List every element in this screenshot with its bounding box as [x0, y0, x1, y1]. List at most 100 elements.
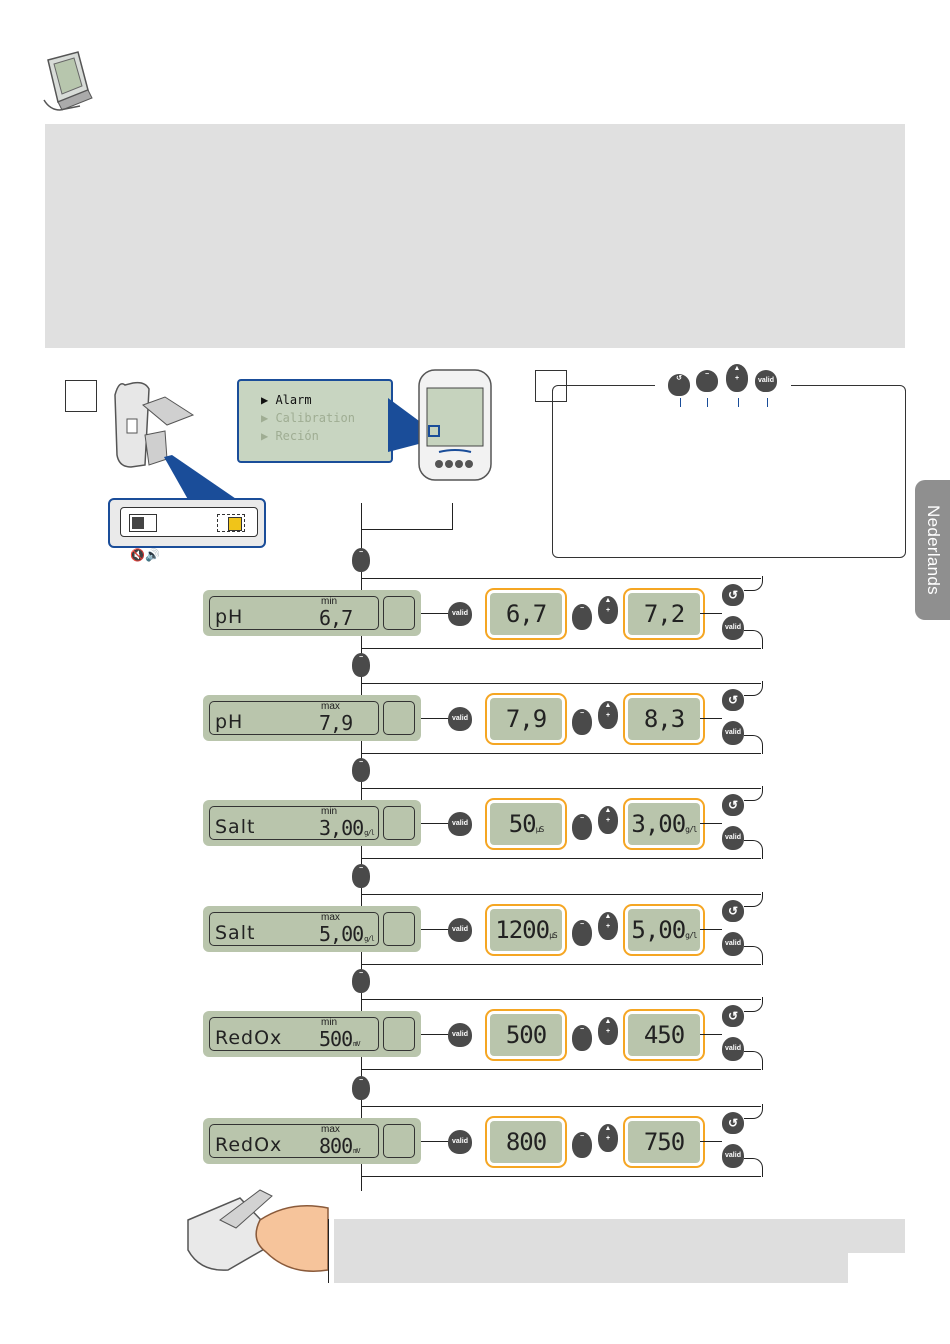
language-tab[interactable]: Nederlands: [915, 480, 950, 620]
limit-value: 6,7: [319, 606, 353, 630]
flow-connector: [361, 529, 453, 530]
limit-value: 500mV: [319, 1027, 361, 1051]
menu-item-alarm: ▶ Alarm: [261, 393, 312, 407]
back-icon[interactable]: ↺: [722, 584, 744, 606]
flow-connector: [421, 613, 461, 614]
limit-label: max: [321, 1124, 340, 1135]
hand-pressing-reset-illustration: [187, 1189, 329, 1272]
back-icon[interactable]: ↺: [722, 689, 744, 711]
back-icon[interactable]: ↺: [722, 1112, 744, 1134]
parameter-label: RedOx: [215, 1027, 283, 1049]
back-icon[interactable]: ↺: [722, 900, 744, 922]
return-line: [361, 788, 761, 789]
plus-button[interactable]: ▲+: [598, 701, 618, 729]
legend-tick: [738, 398, 739, 407]
back-icon[interactable]: ↺: [668, 374, 690, 396]
valid-button[interactable]: valid: [448, 812, 472, 836]
parameter-label: pH: [215, 711, 244, 733]
plus-button[interactable]: ▲+: [598, 806, 618, 834]
flow-connector: [700, 823, 722, 824]
minus-button[interactable]: −: [572, 604, 592, 630]
option-b-display: 450: [628, 1014, 700, 1056]
return-line: [361, 964, 761, 965]
option-a-display: 6,7: [490, 593, 562, 635]
return-line: [361, 578, 761, 579]
valid-button[interactable]: valid: [448, 707, 472, 731]
flow-backbone: [361, 503, 362, 1191]
switch-callout: [108, 498, 266, 548]
option-b-display: 750: [628, 1121, 700, 1163]
loop-curve: [744, 840, 763, 859]
back-icon[interactable]: ↺: [722, 1005, 744, 1027]
step-box-1: [65, 380, 97, 412]
valid-button[interactable]: valid: [722, 1144, 744, 1168]
menu-screen-callout: ▶ Alarm ▶ Calibration ▶ Reción: [237, 379, 393, 463]
loop-curve: [744, 1158, 763, 1177]
limit-label: min: [321, 1017, 338, 1028]
minus-button[interactable]: −: [572, 1132, 592, 1158]
loop-curve: [744, 946, 763, 965]
flow-connector: [700, 613, 722, 614]
minus-nav-button[interactable]: −: [352, 548, 370, 572]
parameter-label: pH: [215, 606, 244, 628]
flow-connector: [700, 718, 722, 719]
valid-button[interactable]: valid: [448, 602, 472, 626]
option-a-display: 1200µS: [490, 909, 562, 951]
callout-wedge: [164, 455, 242, 503]
back-icon[interactable]: ↺: [722, 794, 744, 816]
limit-value: 800mV: [319, 1134, 361, 1158]
minus-button[interactable]: −: [572, 1025, 592, 1051]
legend-tick: [707, 398, 708, 407]
minus-button[interactable]: −: [696, 370, 718, 392]
loop-curve: [744, 735, 763, 754]
limit-value: 3,00g/l: [319, 816, 375, 840]
return-line: [361, 1069, 761, 1070]
flow-connector: [700, 929, 722, 930]
plus-button[interactable]: ▲+: [726, 364, 748, 392]
limit-label: min: [321, 806, 338, 817]
minus-button[interactable]: −: [572, 709, 592, 735]
valid-button[interactable]: valid: [722, 616, 744, 640]
plus-button[interactable]: ▲+: [598, 1124, 618, 1152]
minus-button[interactable]: −: [572, 814, 592, 840]
option-a-display: 500: [490, 1014, 562, 1056]
option-b-display: 7,2: [628, 593, 700, 635]
valid-button[interactable]: valid: [722, 721, 744, 745]
minus-nav-button[interactable]: −: [352, 969, 370, 993]
loop-curve: [744, 576, 763, 591]
plus-button[interactable]: ▲+: [598, 1017, 618, 1045]
device-tilt-icon: [43, 51, 93, 111]
button-legend-box: [552, 385, 906, 558]
minus-nav-button[interactable]: −: [352, 653, 370, 677]
limit-label: min: [321, 596, 338, 607]
loop-curve: [744, 1104, 763, 1119]
return-line: [361, 1176, 761, 1177]
valid-button[interactable]: valid: [722, 932, 744, 956]
minus-nav-button[interactable]: −: [352, 864, 370, 888]
return-line: [361, 683, 761, 684]
valid-button[interactable]: valid: [722, 826, 744, 850]
valid-button[interactable]: valid: [448, 1023, 472, 1047]
plus-button[interactable]: ▲+: [598, 596, 618, 624]
parameter-label: Salt: [215, 922, 256, 944]
limit-value: 7,9: [319, 711, 353, 735]
loop-curve: [744, 681, 763, 696]
flow-connector: [421, 1141, 461, 1142]
plus-button[interactable]: ▲+: [598, 912, 618, 940]
loop-curve: [744, 997, 763, 1012]
valid-button[interactable]: valid: [755, 370, 777, 392]
loop-curve: [744, 1051, 763, 1070]
limit-value: 5,00g/l: [319, 922, 375, 946]
valid-button[interactable]: valid: [448, 918, 472, 942]
minus-nav-button[interactable]: −: [352, 1076, 370, 1100]
parameter-label: RedOx: [215, 1134, 283, 1156]
valid-button[interactable]: valid: [448, 1130, 472, 1154]
minus-button[interactable]: −: [572, 920, 592, 946]
minus-nav-button[interactable]: −: [352, 758, 370, 782]
footer-notch: [848, 1253, 905, 1283]
flow-connector: [421, 823, 461, 824]
valid-button[interactable]: valid: [722, 1037, 744, 1061]
